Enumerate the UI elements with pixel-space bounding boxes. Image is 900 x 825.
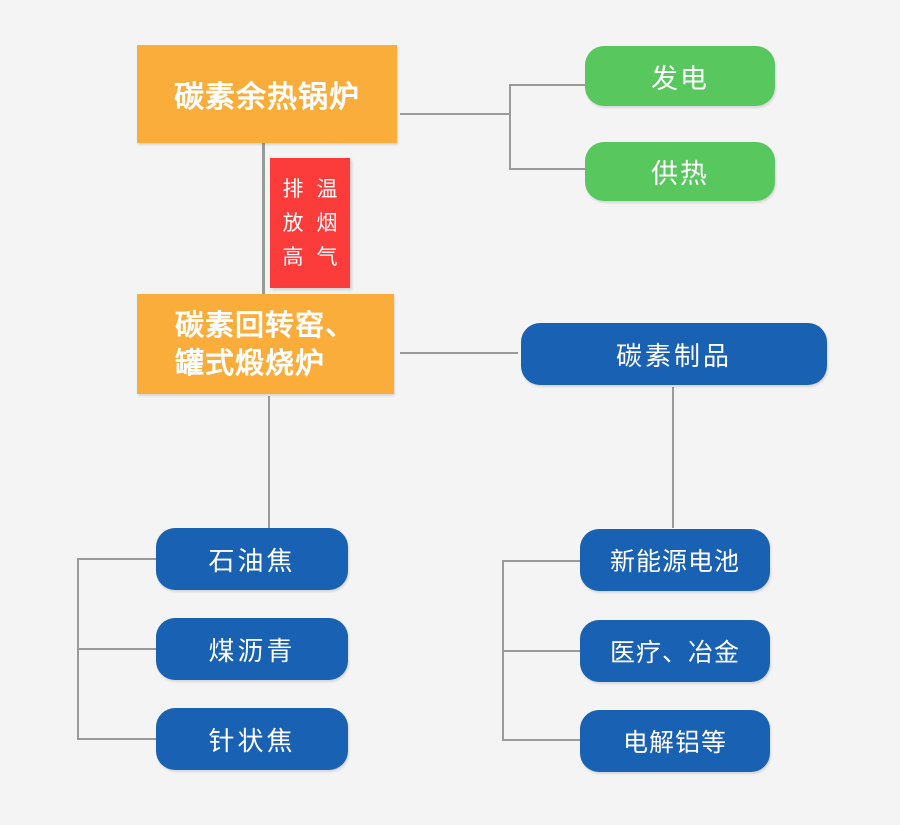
node-new-energy-battery: 新能源电池 (580, 529, 770, 591)
connector-kiln-to-raw-materials (268, 396, 270, 528)
node-flue-gas-emission-label: 排放高 温烟气 (270, 158, 350, 288)
node-label: 石油焦 (208, 546, 296, 577)
connector-kiln-to-products (400, 352, 518, 354)
node-label: 供热 (651, 159, 709, 190)
left-bracket-stub-2 (77, 648, 157, 650)
connector-boiler-to-kiln (262, 142, 265, 295)
connector-boiler-to-branch (400, 113, 510, 115)
node-label: 碳素制品 (615, 341, 732, 372)
vertical-text-col1: 排放高 (282, 177, 304, 269)
node-label: 针状焦 (208, 726, 296, 757)
vertical-text-col2: 温烟气 (316, 177, 338, 269)
right-bracket-stub-1 (502, 560, 581, 562)
node-label: 电解铝等 (622, 728, 727, 757)
node-power-generation: 发电 (585, 46, 775, 106)
left-bracket-stub-3 (77, 738, 157, 740)
node-carbon-rotary-kiln: 碳素回转窑、 罐式煅烧炉 (137, 294, 394, 394)
connector-products-to-applications (672, 387, 674, 528)
node-electrolytic-aluminum: 电解铝等 (580, 710, 770, 772)
connector-branch-to-heat (510, 168, 586, 170)
node-medical-metallurgy: 医疗、冶金 (580, 620, 770, 682)
node-petroleum-coke: 石油焦 (156, 528, 348, 590)
left-bracket-stub-1 (77, 558, 157, 560)
node-label: 煤沥青 (208, 636, 296, 667)
node-carbon-products: 碳素制品 (521, 323, 827, 385)
node-label: 碳素回转窑、 罐式煅烧炉 (175, 306, 355, 383)
node-label: 医疗、冶金 (609, 638, 740, 667)
vertical-text-columns: 排放高 温烟气 (282, 172, 339, 274)
node-label: 发电 (651, 63, 709, 95)
connector-branch-vertical (509, 84, 511, 170)
node-label: 碳素余热锅炉 (174, 80, 360, 115)
right-bracket-stub-3 (502, 739, 581, 741)
connector-branch-to-power (510, 84, 586, 86)
node-coal-pitch: 煤沥青 (156, 618, 348, 680)
kiln-label-line2: 罐式煅烧炉 (175, 346, 326, 380)
right-bracket-stub-2 (502, 650, 581, 652)
node-heat-supply: 供热 (585, 142, 775, 201)
kiln-label-line1: 碳素回转窑、 (175, 307, 356, 342)
node-needle-coke: 针状焦 (156, 708, 348, 770)
node-carbon-waste-heat-boiler: 碳素余热锅炉 (137, 45, 397, 143)
node-label: 新能源电池 (609, 547, 740, 576)
